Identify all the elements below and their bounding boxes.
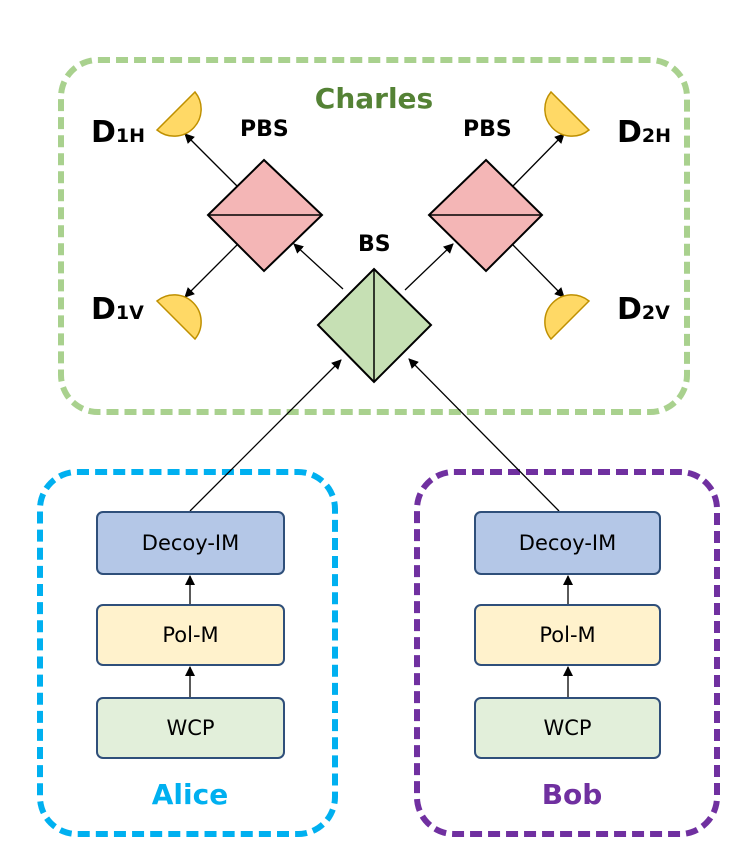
- bob-decoy-im-block: Decoy-IM: [474, 511, 661, 575]
- bob-to-bs-arrow: [408, 358, 560, 512]
- bs-to-pbs-left-arrow: [293, 243, 344, 290]
- pbs-right-to-d2h-arrow: [512, 133, 565, 187]
- detector-2h-sub: 2H: [641, 125, 672, 147]
- detector-1h-main: D: [91, 115, 116, 150]
- pbs-left-to-d1v-arrow: [184, 244, 238, 298]
- detector-1h-icon: [155, 90, 202, 137]
- bob-pol-m-block: Pol-M: [474, 604, 661, 666]
- bob-title: Bob: [541, 778, 603, 811]
- detector-1v-label: D1V: [91, 295, 144, 328]
- detector-1v-sub: 1V: [115, 302, 144, 324]
- pbs-left-to-d1h-arrow: [184, 133, 238, 187]
- detector-2v-label: D2V: [617, 295, 670, 328]
- detector-1v-main: D: [91, 292, 116, 327]
- detector-2v-main: D: [617, 292, 642, 327]
- charles-title: Charles: [314, 82, 434, 115]
- detector-2v-icon: [544, 294, 591, 341]
- alice-decoy-im-block: Decoy-IM: [96, 511, 285, 575]
- detector-2h-icon: [544, 90, 591, 137]
- alice-wcp-block: WCP: [96, 697, 285, 759]
- alice-group-box: [37, 469, 338, 837]
- bob-group-box: [414, 469, 720, 837]
- pbs-right-label: PBS: [463, 117, 512, 142]
- detector-2h-main: D: [617, 115, 642, 150]
- bs-to-pbs-right-arrow: [404, 243, 454, 291]
- alice-to-bs-arrow: [189, 359, 342, 512]
- charles-group-box: [58, 57, 690, 415]
- detector-1v-icon: [155, 294, 202, 341]
- pbs-right-to-d2v-arrow: [512, 244, 565, 298]
- bs-label: BS: [358, 232, 391, 257]
- alice-title: Alice: [151, 778, 229, 811]
- detector-1h-label: D1H: [91, 118, 145, 151]
- alice-pol-m-block: Pol-M: [96, 604, 285, 666]
- pbs-left-label: PBS: [240, 117, 289, 142]
- detector-2v-sub: 2V: [641, 302, 670, 324]
- detector-1h-sub: 1H: [115, 125, 146, 147]
- detector-2h-label: D2H: [617, 118, 671, 151]
- bob-wcp-block: WCP: [474, 697, 661, 759]
